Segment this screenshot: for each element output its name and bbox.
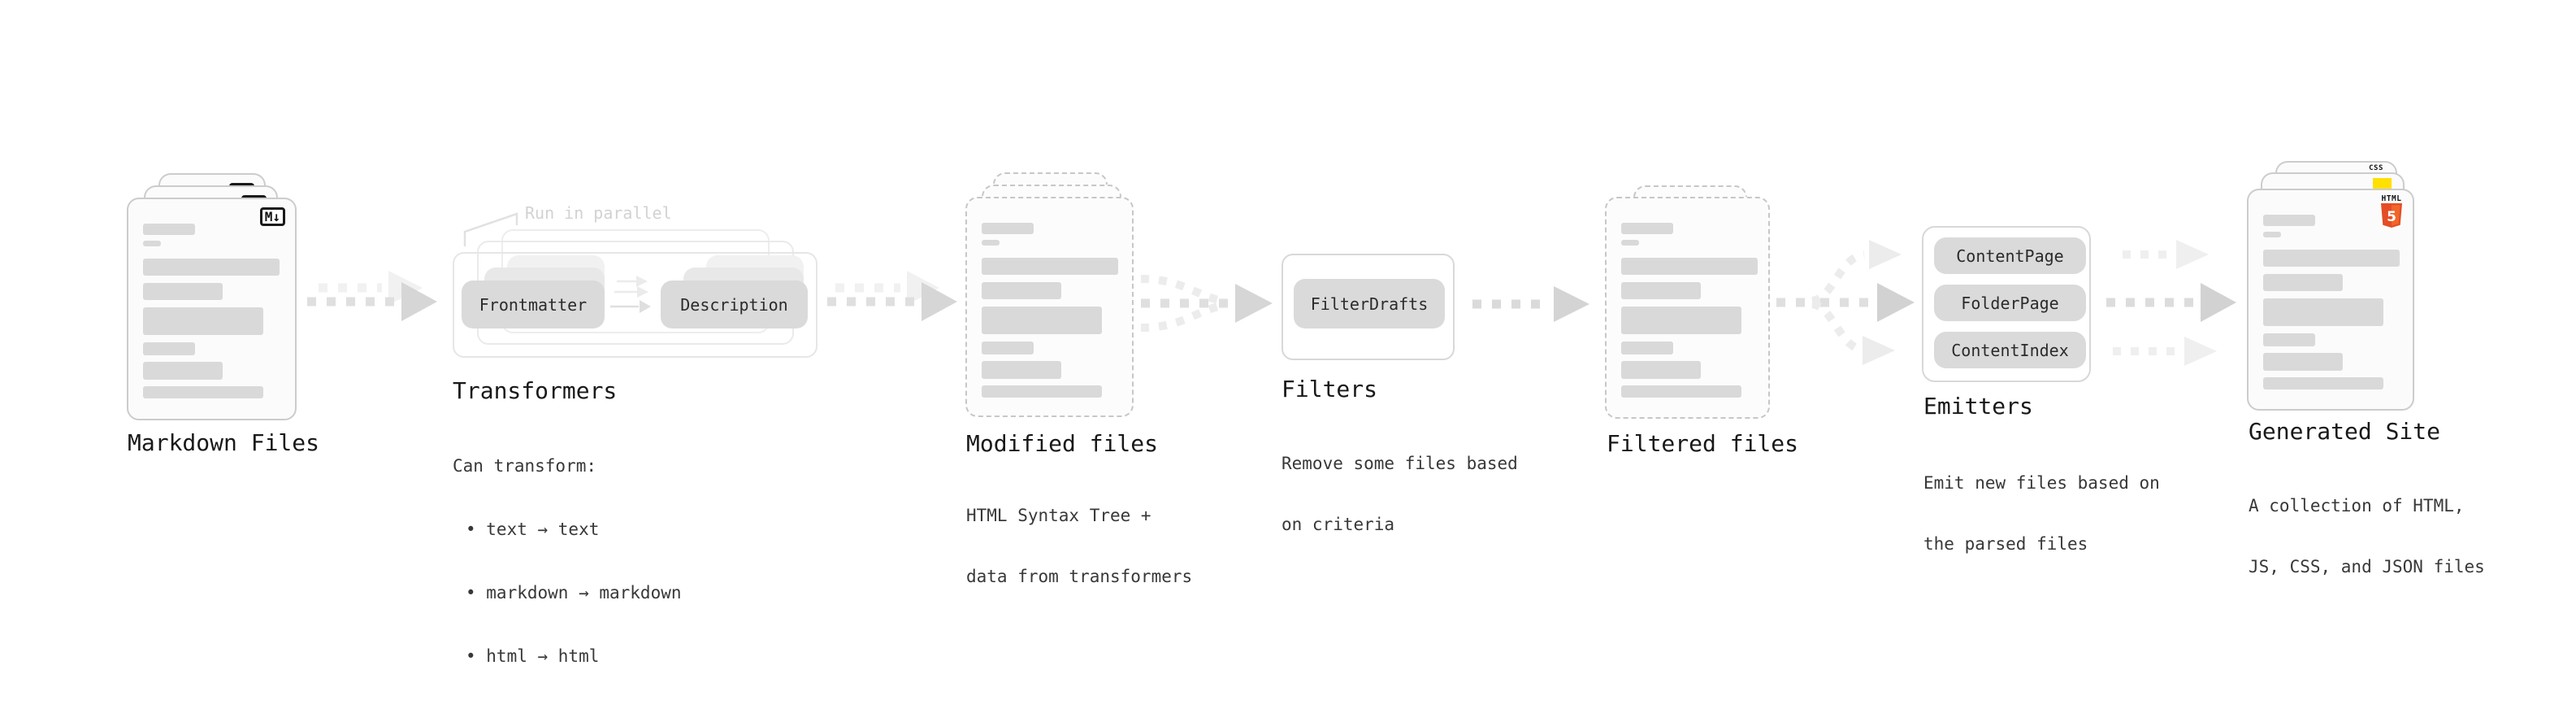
content-line (2263, 215, 2315, 226)
arrow-transformers-to-modified (827, 271, 957, 321)
content-line (2263, 333, 2315, 346)
content-line (982, 341, 1034, 354)
contentpage-pill-label: ContentPage (1956, 246, 2064, 266)
content-line (2263, 250, 2400, 267)
content-line (1621, 307, 1741, 334)
arrow-modified-to-filters-fan-in (1140, 275, 1273, 332)
content-line (2263, 298, 2383, 326)
content-line (2263, 274, 2343, 291)
content-line (982, 258, 1118, 275)
folderpage-pill-label: FolderPage (1961, 293, 2059, 313)
subtitle-line: HTML Syntax Tree + (966, 506, 1151, 525)
arrow-filtered-to-emitters-fan-out (1776, 240, 1915, 365)
content-line (143, 283, 223, 300)
run-in-parallel-annotation: Run in parallel (525, 203, 672, 223)
html5-number: 5 (2387, 209, 2396, 225)
contentindex-pill-label: ContentIndex (1951, 340, 2069, 360)
markdown-files-title: Markdown Files (128, 429, 320, 456)
filtered-files-title: Filtered files (1607, 430, 1799, 457)
subtitle-line: Remove some files based (1281, 454, 1518, 473)
generated-doc-html: HTML 5 (2247, 189, 2414, 411)
content-line (1621, 385, 1741, 398)
content-line (1621, 258, 1758, 275)
content-line (1621, 341, 1673, 354)
modified-files-subtitle: HTML Syntax Tree + data from transformer… (966, 465, 1192, 628)
content-line (2263, 353, 2343, 371)
can-transform-heading: Can transform: (453, 456, 597, 476)
html5-shield: 5 (2381, 203, 2402, 228)
generated-site-subtitle: A collection of HTML, JS, CSS, and JSON … (2249, 455, 2485, 618)
filterdrafts-pill: FilterDrafts (1294, 279, 1445, 328)
content-line (1621, 240, 1639, 246)
arrow-markdown-to-transformers (307, 271, 437, 321)
bullet-item: • markdown → markdown (466, 583, 682, 602)
content-line (1621, 223, 1673, 234)
content-line (1621, 361, 1701, 379)
transformer-run-front (453, 252, 817, 358)
content-line (143, 362, 223, 380)
bullet-item: • text → text (466, 520, 600, 539)
modified-files-title: Modified files (966, 430, 1159, 457)
content-line (982, 361, 1061, 379)
filtered-doc-front (1605, 197, 1770, 419)
html5-wordmark: HTML (2381, 194, 2402, 203)
filterdrafts-pill-label: FilterDrafts (1310, 294, 1429, 314)
description-pill: Description (661, 281, 808, 328)
subtitle-line: on criteria (1281, 515, 1395, 534)
filters-title: Filters (1281, 376, 1378, 402)
folderpage-pill: FolderPage (1934, 285, 2086, 321)
subtitle-line: JS, CSS, and JSON files (2249, 557, 2485, 576)
markdown-icon: M↓ (259, 207, 285, 226)
content-line (143, 241, 161, 246)
js-icon (2373, 178, 2392, 189)
modified-doc-front (965, 197, 1134, 417)
content-line (143, 259, 280, 276)
html5-icon: HTML 5 (2381, 195, 2402, 228)
description-pill-label: Description (680, 294, 788, 315)
content-line (982, 385, 1102, 398)
content-line (982, 307, 1102, 334)
subtitle-line: the parsed files (1923, 534, 2088, 554)
content-line (982, 282, 1061, 299)
content-line (143, 342, 195, 355)
contentindex-pill: ContentIndex (1934, 332, 2086, 368)
content-line (143, 307, 263, 335)
content-line (1621, 282, 1701, 299)
pipeline-diagram: M↓ M↓ M↓ Markdown Files Frontmatter (127, 161, 2485, 666)
frontmatter-pill-label: Frontmatter (479, 294, 588, 315)
emitters-subtitle: Emit new files based on the parsed files (1923, 433, 2160, 595)
content-line (982, 223, 1034, 234)
content-line (143, 386, 263, 398)
frontmatter-pill: Frontmatter (462, 281, 605, 328)
arrow-filters-to-filtered (1472, 286, 1589, 322)
content-line (2263, 377, 2383, 389)
bullet-item: • html → html (466, 646, 600, 666)
filters-subtitle: Remove some files based on criteria (1281, 413, 1518, 576)
content-line (143, 224, 195, 235)
css-badge-label: CSS (2369, 164, 2383, 172)
content-line (982, 240, 1000, 246)
subtitle-line: Emit new files based on (1923, 473, 2160, 493)
contentpage-pill: ContentPage (1934, 237, 2086, 274)
markdown-doc-front: M↓ (127, 198, 297, 420)
content-line (2263, 232, 2281, 237)
arrow-emitters-to-generated (2106, 240, 2236, 366)
subtitle-line: data from transformers (966, 567, 1193, 586)
transformers-title: Transformers (453, 377, 618, 404)
emitters-title: Emitters (1923, 393, 2033, 420)
transformers-description: Can transform: • text → text • markdown … (453, 413, 682, 709)
generated-site-title: Generated Site (2249, 418, 2441, 445)
subtitle-line: A collection of HTML, (2249, 496, 2465, 515)
